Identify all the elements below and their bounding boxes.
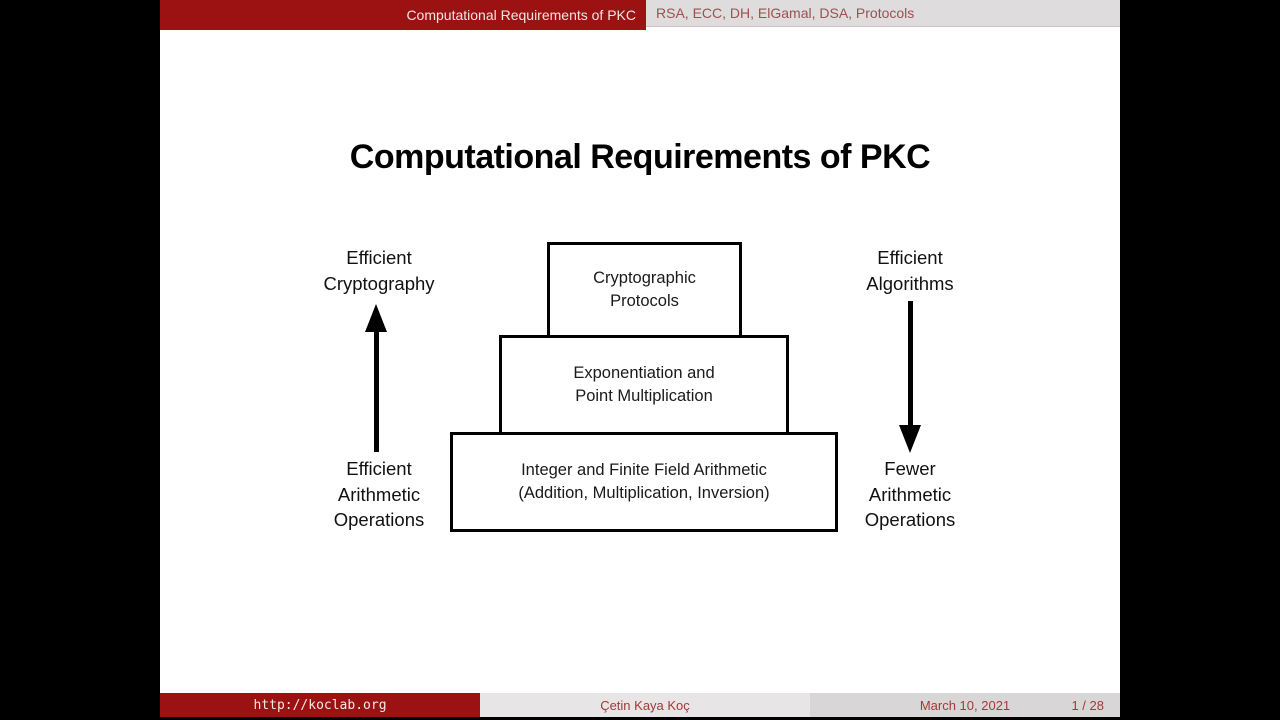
box-text-line: Protocols (610, 292, 679, 310)
down-arrow-head (899, 425, 921, 453)
down-arrow (899, 301, 921, 453)
header-title: Computational Requirements of PKC (406, 7, 636, 23)
label-line: Arithmetic (868, 483, 952, 505)
label-line: Operations (333, 509, 425, 530)
header-section-label: RSA, ECC, DH, ElGamal, DSA, Protocols (656, 5, 915, 21)
label-line: Efficient (346, 458, 412, 479)
page-title: Computational Requirements of PKC (349, 138, 931, 176)
label-efficient-algorithms: Efficient Algorithms (800, 245, 1020, 296)
up-arrow-shaft (373, 330, 379, 452)
label-efficient-cryptography: Efficient Cryptography (269, 245, 489, 296)
bottom-black-strip (160, 717, 1120, 720)
label-line: Efficient (346, 247, 412, 268)
label-line: Efficient (877, 247, 943, 268)
footer-author-section: Çetin Kaya Koç (480, 693, 810, 717)
box-text-line: Exponentiation and (573, 364, 715, 382)
footer-url: http://koclab.org (253, 697, 387, 713)
header-bar: Computational Requirements of PKC RSA, E… (160, 0, 1120, 30)
pyramid-box-cryptographic-protocols: Cryptographic Protocols (547, 242, 742, 338)
box-text-line: Cryptographic (593, 269, 696, 287)
pyramid-box-exponentiation: Exponentiation and Point Multiplication (499, 335, 789, 435)
label-line: Arithmetic (337, 483, 421, 505)
footer-date: March 10, 2021 (919, 697, 1011, 713)
presentation-slide: Computational Requirements of PKC RSA, E… (160, 0, 1120, 720)
footer-bar: http://koclab.org Çetin Kaya Koç March 1… (160, 693, 1120, 717)
label-line: Cryptography (323, 272, 435, 294)
header-section-name: RSA, ECC, DH, ElGamal, DSA, Protocols (646, 0, 1120, 27)
box-text-line: Integer and Finite Field Arithmetic (521, 461, 767, 479)
up-arrow (365, 304, 387, 452)
label-fewer-arithmetic-operations: Fewer Arithmetic Operations (800, 456, 1020, 533)
up-arrow-head (365, 304, 387, 332)
footer-author: Çetin Kaya Koç (600, 697, 690, 713)
label-line: Algorithms (866, 272, 954, 294)
box-text-line: (Addition, Multiplication, Inversion) (518, 484, 770, 502)
down-arrow-shaft (907, 301, 913, 427)
label-line: Fewer (884, 458, 936, 479)
box-text-line: Point Multiplication (575, 387, 713, 405)
footer-page-number: 1 / 28 (1071, 697, 1104, 713)
footer-date-section: March 10, 2021 1 / 28 (810, 693, 1120, 717)
header-title-section: Computational Requirements of PKC (160, 0, 646, 30)
label-line: Operations (864, 509, 956, 530)
footer-url-section: http://koclab.org (160, 693, 480, 717)
pyramid-box-arithmetic: Integer and Finite Field Arithmetic (Add… (450, 432, 838, 532)
label-efficient-arithmetic-operations: Efficient Arithmetic Operations (269, 456, 489, 533)
